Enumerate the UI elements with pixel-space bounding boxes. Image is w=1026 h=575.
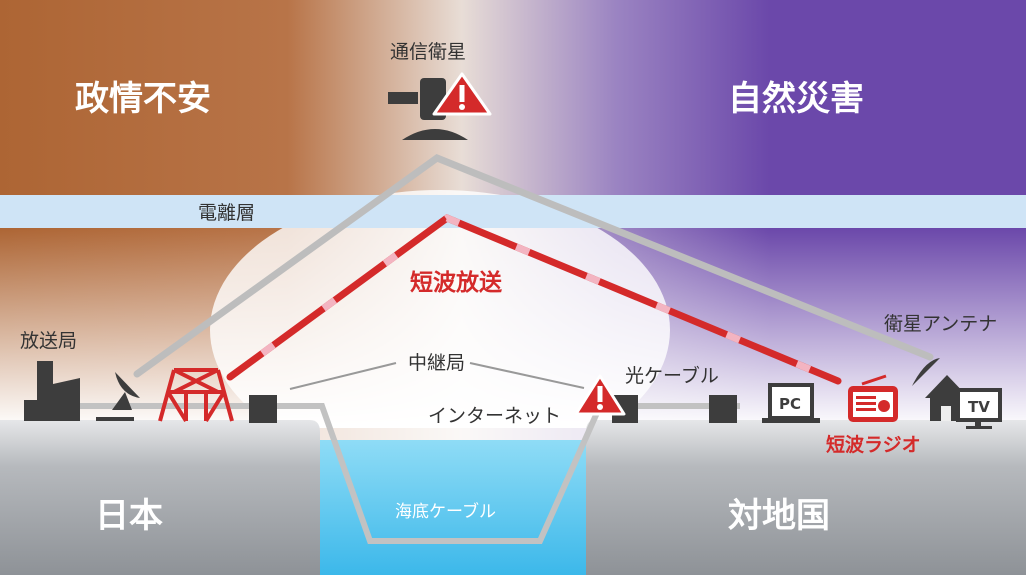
undersea-label: 海底ケーブル bbox=[395, 501, 496, 522]
dish-antenna-icon bbox=[96, 372, 140, 421]
relay-label: 中継局 bbox=[408, 352, 465, 374]
target-country-label: 対地国 bbox=[728, 496, 830, 536]
radio-icon bbox=[848, 374, 898, 422]
japan-label: 日本 bbox=[95, 496, 163, 536]
station-label: 放送局 bbox=[20, 330, 77, 352]
target-land bbox=[586, 420, 1026, 575]
left-title: 政情不安 bbox=[75, 79, 211, 119]
relay-box-left bbox=[249, 395, 277, 423]
transmission-tower-icon bbox=[158, 368, 234, 423]
ionosphere-label: 電離層 bbox=[198, 202, 255, 224]
shortwave-label: 短波放送 bbox=[410, 269, 502, 296]
radio-label: 短波ラジオ bbox=[826, 433, 921, 456]
svg-text:PC: PC bbox=[779, 395, 801, 413]
tv-icon: TV bbox=[956, 388, 1002, 429]
satellite-label: 通信衛星 bbox=[390, 41, 466, 63]
building-icon bbox=[24, 361, 80, 421]
warning-icon bbox=[574, 374, 626, 416]
ionosphere-band bbox=[0, 195, 1026, 228]
svg-text:TV: TV bbox=[968, 398, 990, 416]
fiber-label: 光ケーブル bbox=[625, 364, 719, 387]
internet-label: インターネット bbox=[428, 405, 561, 427]
right-title: 自然災害 bbox=[728, 79, 864, 119]
antenna-label: 衛星アンテナ bbox=[884, 313, 997, 335]
japan-land bbox=[0, 420, 320, 575]
warning-icon bbox=[432, 72, 492, 116]
fiber-node-box bbox=[709, 395, 737, 423]
pc-icon: PC bbox=[762, 383, 820, 423]
satellite-link bbox=[133, 154, 934, 378]
